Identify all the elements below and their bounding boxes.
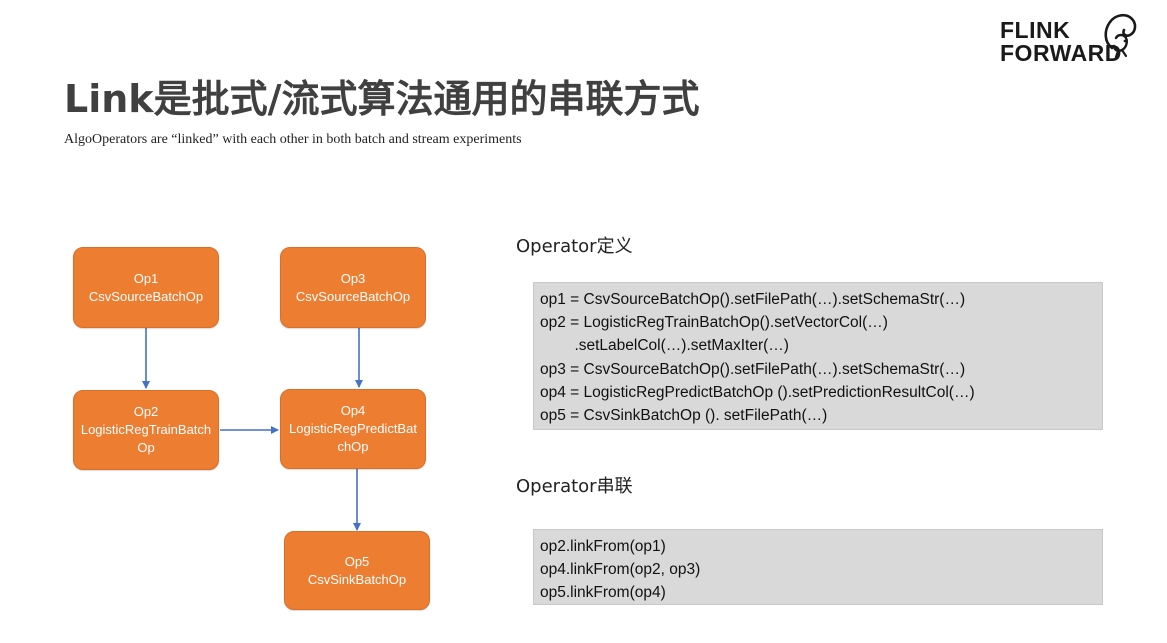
code-line: op3 = CsvSourceBatchOp().setFilePath(…).… <box>540 360 966 378</box>
node-op1: Op1 CsvSourceBatchOp <box>73 247 219 328</box>
code-line: op5.linkFrom(op4) <box>540 584 666 602</box>
squirrel-icon <box>1104 13 1137 59</box>
code-line: op2.linkFrom(op1) <box>540 538 666 555</box>
node-op5-name: CsvSinkBatchOp <box>307 571 407 587</box>
definition-code-block: op1 = CsvSourceBatchOp().setFilePath(…).… <box>533 282 1103 430</box>
node-op4-name-part1: LogisticRegPredictBat <box>289 421 417 436</box>
node-op2-id: Op2 <box>133 404 159 419</box>
node-op1-name: CsvSourceBatchOp <box>88 288 204 304</box>
node-op4: Op4 LogisticRegPredictBat chOp <box>280 389 426 469</box>
node-op4-name-part2: chOp <box>337 439 369 454</box>
node-op3-id: Op3 <box>340 270 366 286</box>
node-op1-id: Op1 <box>133 270 159 286</box>
node-op3-name: CsvSourceBatchOp <box>295 288 411 304</box>
logo-text-line1: FLINK <box>1000 17 1071 43</box>
node-op2-name-part1: LogisticRegTrainBatch <box>80 422 212 437</box>
page-title: Link是批式/流式算法通用的串联方式 <box>64 77 700 121</box>
flink-forward-logo: FLINK FORWARD <box>1000 8 1145 66</box>
code-line: op1 = CsvSourceBatchOp().setFilePath(…).… <box>540 291 966 308</box>
code-line: op4 = LogisticRegPredictBatchOp ().setPr… <box>540 383 975 401</box>
page-subtitle: AlgoOperators are “linked” with each oth… <box>64 132 522 147</box>
node-op2: Op2 LogisticRegTrainBatch Op <box>73 390 219 470</box>
linking-heading: Operator串联 <box>516 476 633 497</box>
node-op4-id: Op4 <box>340 403 366 418</box>
definition-heading: Operator定义 <box>516 236 633 257</box>
code-line: op4.linkFrom(op2, op3) <box>540 561 701 579</box>
node-op3: Op3 CsvSourceBatchOp <box>280 247 426 328</box>
code-line: .setLabelCol(…).setMaxIter(…) <box>540 337 789 355</box>
code-line: op5 = CsvSinkBatchOp (). setFilePath(…) <box>540 407 828 425</box>
linking-code-block: op2.linkFrom(op1) op4.linkFrom(op2, op3)… <box>533 529 1103 605</box>
node-op2-name-part2: Op <box>137 440 155 455</box>
logo-text-line2: FORWARD <box>1000 40 1122 66</box>
code-line: op2 = LogisticRegTrainBatchOp().setVecto… <box>540 314 888 332</box>
node-op5: Op5 CsvSinkBatchOp <box>284 531 430 610</box>
node-op5-id: Op5 <box>344 553 370 569</box>
